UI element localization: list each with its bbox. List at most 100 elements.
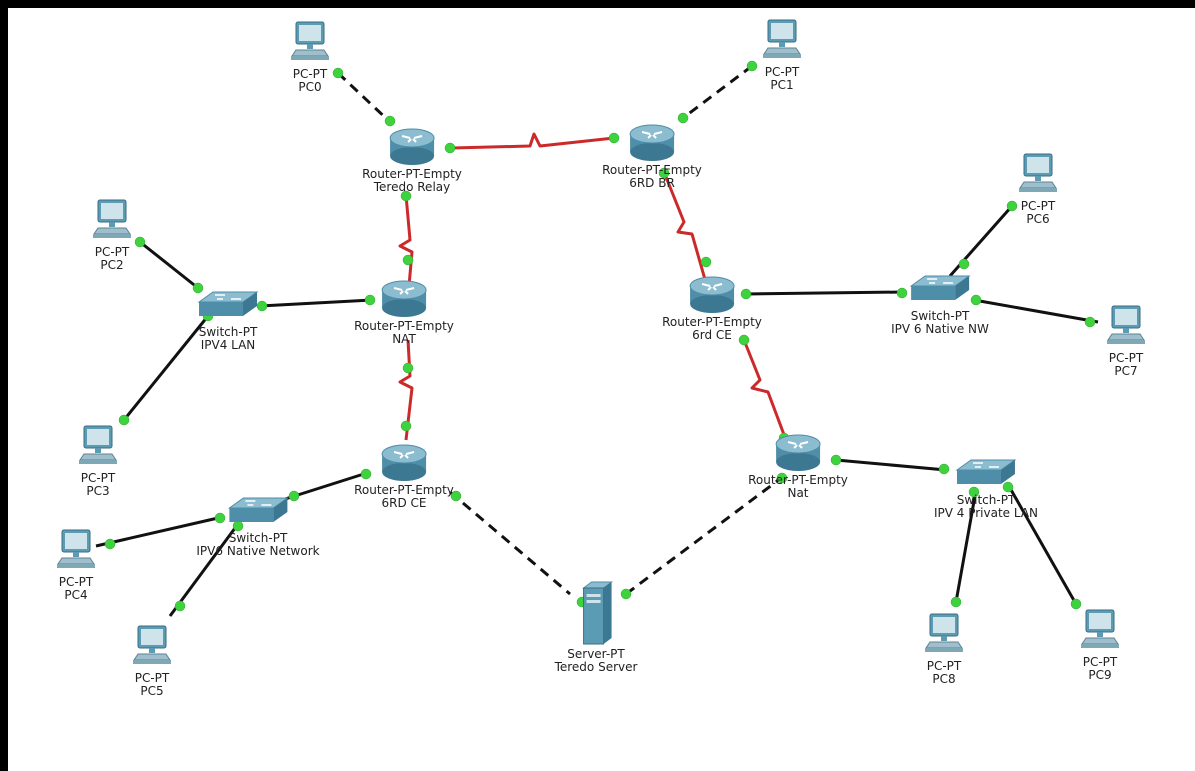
pc1-device[interactable]: PC-PT PC1 bbox=[760, 18, 804, 92]
router-icon bbox=[775, 434, 821, 471]
pc2-name-label: PC2 bbox=[100, 258, 124, 272]
router-6rd-ce-right-name-label: 6rd CE bbox=[692, 328, 732, 342]
pc0-model-label: PC-PT bbox=[292, 67, 328, 81]
switch-ipv6-native-network-name-label: IPV6 Native Network bbox=[196, 544, 320, 558]
server-teredo[interactable]: Server-PT Teredo Server bbox=[554, 580, 638, 674]
switch-ipv4-private-lan[interactable]: Switch-PT IPV 4 Private LAN bbox=[934, 458, 1038, 520]
switch-ipv4-private-lan-name-label: IPV 4 Private LAN bbox=[933, 506, 1039, 520]
router-nat-right-name-label: Nat bbox=[787, 486, 809, 500]
link-pc1-6rd-br[interactable] bbox=[682, 64, 753, 120]
link-6rd-ce-left-server[interactable] bbox=[449, 490, 571, 596]
pc4-device[interactable]: PC-PT PC4 bbox=[54, 528, 98, 602]
pc0-device[interactable]: PC-PT PC0 bbox=[288, 20, 332, 94]
link-ipv4-lan-nat[interactable] bbox=[259, 298, 373, 308]
switch-icon bbox=[909, 275, 971, 300]
pc5-model-label: PC-PT bbox=[134, 671, 170, 685]
switch-ipv4-lan-model-label: Switch-PT bbox=[198, 325, 258, 339]
switch-ipv6-native-network-model-label: Switch-PT bbox=[228, 531, 288, 545]
router-nat-right-model-label: Router-PT-Empty bbox=[748, 473, 848, 487]
switch-icon bbox=[955, 459, 1017, 484]
router-icon bbox=[381, 280, 427, 317]
pc5-name-label: PC5 bbox=[140, 684, 164, 698]
pc8-device[interactable]: PC-PT PC8 bbox=[922, 612, 966, 686]
router-6rd-ce-left-name-label: 6RD CE bbox=[381, 496, 427, 510]
pc-icon bbox=[57, 529, 95, 568]
pc7-name-label: PC7 bbox=[1114, 364, 1138, 378]
server-teredo-name-label: Teredo Server bbox=[554, 660, 638, 674]
link-teredo-relay-nat[interactable] bbox=[398, 194, 414, 298]
server-icon bbox=[582, 581, 614, 645]
router-nat-right[interactable]: Router-PT-Empty Nat bbox=[748, 430, 848, 500]
switch-ipv4-private-lan-model-label: Switch-PT bbox=[956, 493, 1016, 507]
pc6-device[interactable]: PC-PT PC6 bbox=[1016, 152, 1060, 226]
link-pc7-ipv6-native-nw[interactable] bbox=[973, 298, 1099, 324]
link-6rd-ce-right-ipv6-native-nw[interactable] bbox=[745, 290, 905, 296]
pc2-device[interactable]: PC-PT PC2 bbox=[90, 198, 134, 272]
link-6rd-ce-right-nat-right[interactable] bbox=[742, 339, 788, 441]
switch-icon bbox=[227, 497, 289, 522]
pc3-device[interactable]: PC-PT PC3 bbox=[76, 424, 120, 498]
pc3-model-label: PC-PT bbox=[80, 471, 116, 485]
link-pc5-ipv6-native-network[interactable] bbox=[168, 523, 240, 617]
pc-icon bbox=[93, 199, 131, 238]
pc-icon bbox=[763, 19, 801, 58]
router-teredo-relay[interactable]: Router-PT-Empty Teredo Relay bbox=[362, 124, 462, 194]
pc8-model-label: PC-PT bbox=[926, 659, 962, 673]
pc-icon bbox=[291, 21, 329, 60]
pc-icon bbox=[1107, 305, 1145, 344]
router-6rd-ce-right[interactable]: Router-PT-Empty 6rd CE bbox=[662, 272, 762, 342]
router-teredo-relay-name-label: Teredo Relay bbox=[373, 180, 451, 194]
router-nat-name-label: NAT bbox=[392, 332, 416, 346]
switch-icon bbox=[197, 291, 259, 316]
router-6rd-ce-left-model-label: Router-PT-Empty bbox=[354, 483, 454, 497]
pc6-name-label: PC6 bbox=[1026, 212, 1050, 226]
pc8-name-label: PC8 bbox=[932, 672, 956, 686]
port-status-dots bbox=[104, 60, 1096, 612]
router-6rd-br-name-label: 6RD BR bbox=[629, 176, 675, 190]
link-pc2-ipv4-lan[interactable] bbox=[139, 240, 199, 290]
link-pc4-ipv6-native-network[interactable] bbox=[95, 516, 219, 548]
pc-icon bbox=[79, 425, 117, 464]
pc-icon bbox=[133, 625, 171, 664]
pc9-model-label: PC-PT bbox=[1082, 655, 1118, 669]
pc9-name-label: PC9 bbox=[1088, 668, 1112, 682]
server-teredo-model-label: Server-PT bbox=[567, 647, 625, 661]
switch-ipv4-lan[interactable]: Switch-PT IPV4 LAN bbox=[195, 290, 261, 352]
pc6-model-label: PC-PT bbox=[1020, 199, 1056, 213]
switch-ipv6-native-network[interactable]: Switch-PT IPV6 Native Network bbox=[196, 496, 320, 558]
link-pc8-ipv4-private-lan[interactable] bbox=[954, 489, 978, 603]
router-6rd-ce-left[interactable]: Router-PT-Empty 6RD CE bbox=[354, 440, 454, 510]
router-icon bbox=[389, 128, 435, 165]
router-icon bbox=[381, 444, 427, 481]
pc4-name-label: PC4 bbox=[64, 588, 88, 602]
switch-ipv6-native-nw-model-label: Switch-PT bbox=[910, 309, 970, 323]
router-icon bbox=[629, 124, 675, 161]
pc7-device[interactable]: PC-PT PC7 bbox=[1104, 304, 1148, 378]
link-teredo-relay-6rd-br[interactable] bbox=[451, 132, 615, 150]
switch-ipv6-native-nw-name-label: IPV 6 Native NW bbox=[891, 322, 989, 336]
router-nat-model-label: Router-PT-Empty bbox=[354, 319, 454, 333]
link-pc3-ipv4-lan[interactable] bbox=[122, 315, 210, 421]
pc5-device[interactable]: PC-PT PC5 bbox=[130, 624, 174, 698]
link-nat-right-ipv4-private-lan[interactable] bbox=[835, 458, 947, 472]
link-pc9-ipv4-private-lan[interactable] bbox=[1008, 487, 1078, 605]
pc-icon bbox=[925, 613, 963, 652]
link-6rd-br-6rd-ce-right[interactable] bbox=[662, 171, 708, 284]
pc3-name-label: PC3 bbox=[86, 484, 110, 498]
pc-icon bbox=[1019, 153, 1057, 192]
link-pc0-teredo-relay[interactable] bbox=[336, 71, 392, 124]
router-6rd-ce-right-model-label: Router-PT-Empty bbox=[662, 315, 762, 329]
switch-ipv6-native-nw[interactable]: Switch-PT IPV 6 Native NW bbox=[891, 274, 989, 336]
router-teredo-relay-model-label: Router-PT-Empty bbox=[362, 167, 462, 181]
pc1-model-label: PC-PT bbox=[764, 65, 800, 79]
switch-ipv4-lan-name-label: IPV4 LAN bbox=[200, 338, 256, 352]
router-6rd-br[interactable]: Router-PT-Empty 6RD BR bbox=[602, 120, 702, 190]
pc9-device[interactable]: PC-PT PC9 bbox=[1078, 608, 1122, 682]
router-6rd-br-model-label: Router-PT-Empty bbox=[602, 163, 702, 177]
pc4-model-label: PC-PT bbox=[58, 575, 94, 589]
router-nat[interactable]: Router-PT-Empty NAT bbox=[354, 276, 454, 346]
pc1-name-label: PC1 bbox=[770, 78, 794, 92]
pc7-model-label: PC-PT bbox=[1108, 351, 1144, 365]
